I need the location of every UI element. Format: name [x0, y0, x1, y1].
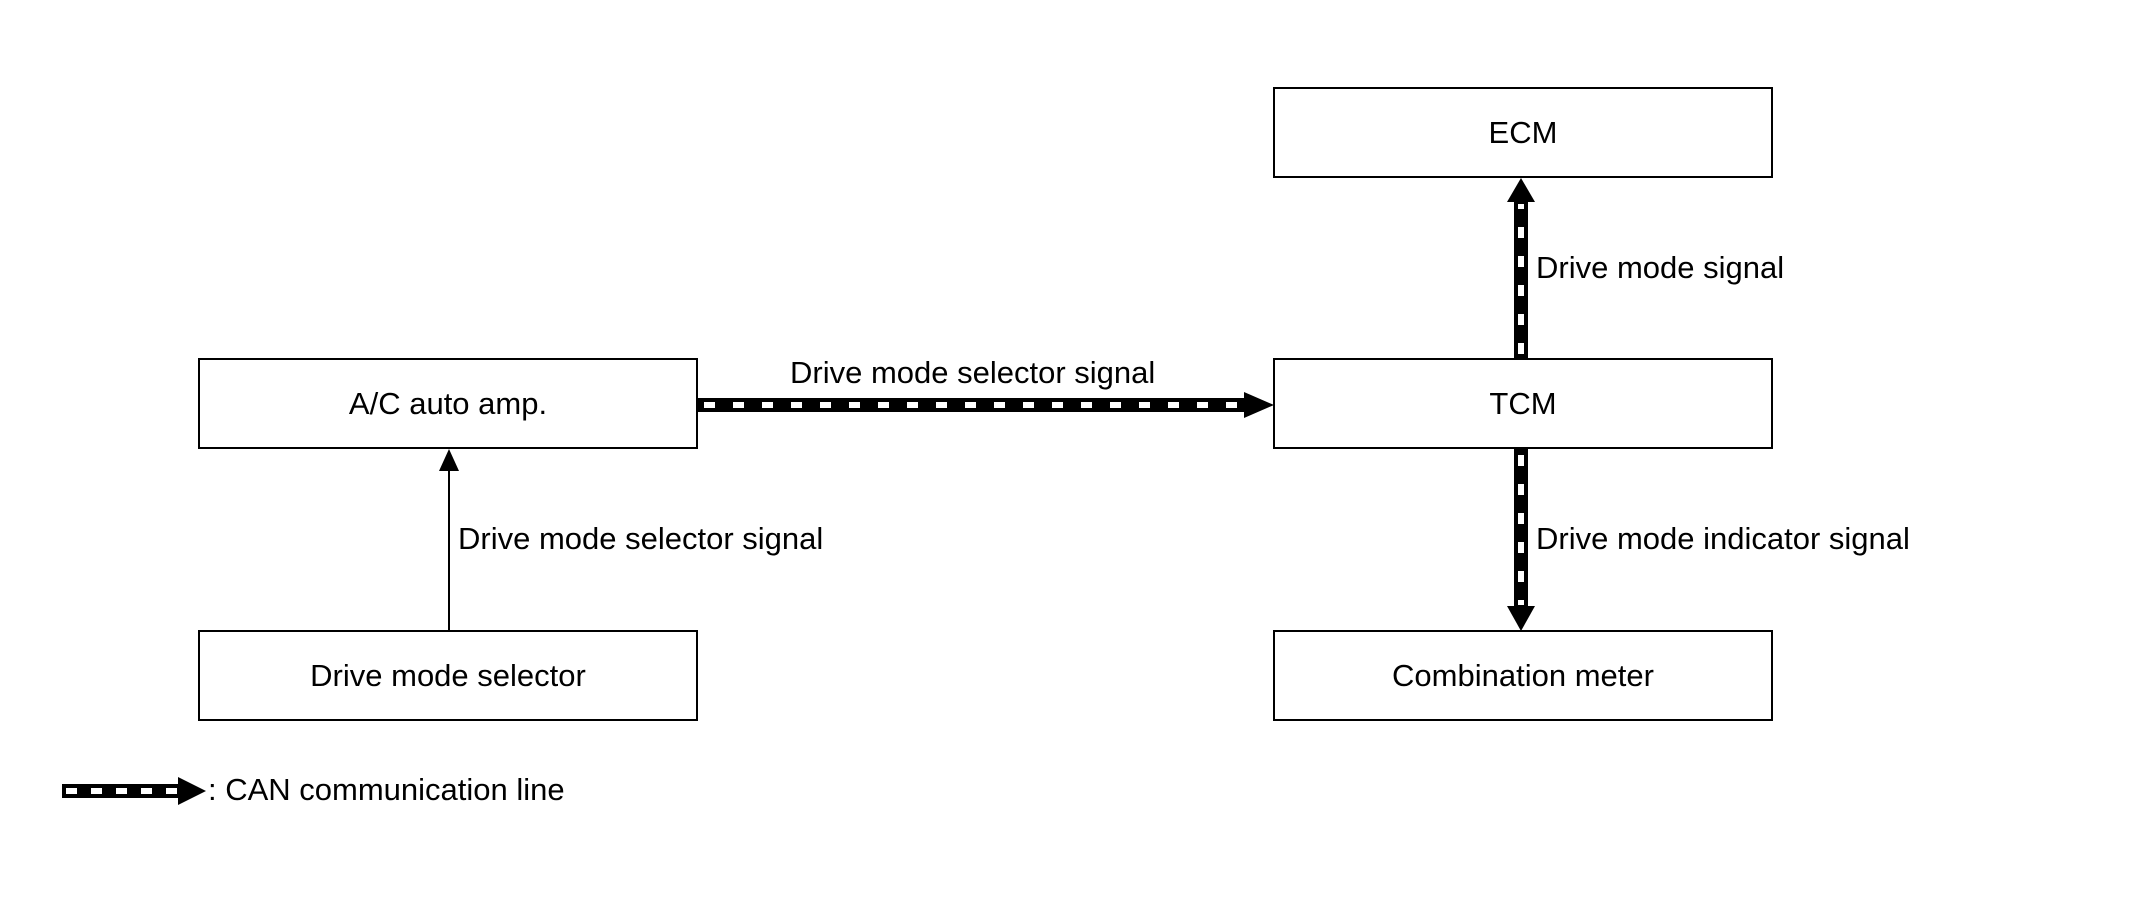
- signal-label-tcm-to-meter: Drive mode indicator signal: [1536, 521, 1910, 556]
- wire-selector-to-amp: [439, 449, 459, 632]
- arrowhead-down-icon: [1507, 606, 1535, 631]
- arrowhead-right-icon: [1244, 392, 1274, 418]
- can-line-tcm-to-meter: [1507, 449, 1535, 631]
- can-line-tcm-to-ecm: [1507, 178, 1535, 358]
- signal-label-amp-to-tcm: Drive mode selector signal: [790, 355, 1156, 390]
- signal-label-selector-to-amp: Drive mode selector signal: [458, 521, 824, 556]
- block-tcm: TCM: [1273, 358, 1773, 449]
- block-ac-auto-amp-label: A/C auto amp.: [348, 385, 548, 421]
- block-ac-auto-amp: A/C auto amp.: [198, 358, 698, 449]
- block-ecm: ECM: [1273, 87, 1773, 178]
- block-drive-mode-selector-label: Drive mode selector: [310, 657, 586, 693]
- block-tcm-label: TCM: [1489, 385, 1557, 421]
- signal-label-tcm-to-ecm: Drive mode signal: [1536, 250, 1785, 285]
- block-drive-mode-selector: Drive mode selector: [198, 630, 698, 721]
- arrowhead-up-icon: [439, 449, 459, 471]
- arrowhead-up-icon: [1507, 178, 1535, 202]
- block-combination-meter-label: Combination meter: [1392, 657, 1654, 693]
- can-line-amp-to-tcm: [698, 392, 1274, 418]
- block-combination-meter: Combination meter: [1273, 630, 1773, 721]
- block-ecm-label: ECM: [1488, 114, 1558, 150]
- legend-can-line-label: : CAN communication line: [208, 772, 565, 807]
- legend-can-line-icon: [62, 777, 206, 805]
